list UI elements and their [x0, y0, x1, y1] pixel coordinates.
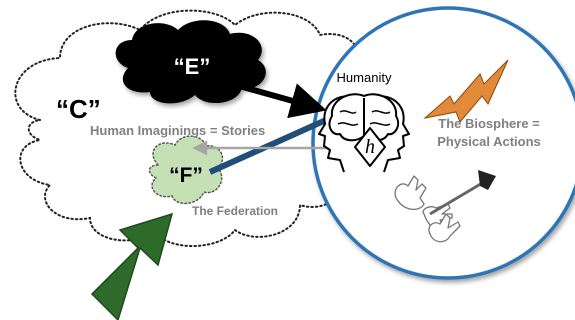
cloud-e-label: “E” — [174, 54, 211, 79]
brain-head-icon — [318, 93, 410, 173]
arrow-f-to-humanity — [208, 117, 328, 175]
axe-icon — [429, 170, 496, 216]
biosphere-caption-line1: The Biosphere = — [438, 116, 540, 131]
lightning-icon — [423, 59, 509, 123]
cloud-e — [115, 20, 266, 104]
biosphere-caption-line2: Physical Actions — [437, 134, 541, 149]
humanity-title: Humanity — [337, 70, 392, 85]
cloud-c — [14, 9, 378, 248]
cloud-f-caption: The Federation — [192, 204, 278, 218]
cloud-f-label: “F” — [169, 164, 203, 187]
arrow-e-to-humanity — [231, 81, 327, 119]
hand-icon — [394, 175, 461, 243]
head-glyph: h — [365, 136, 375, 158]
big-green-arrow — [90, 212, 174, 320]
cloud-c-label: “C” — [56, 94, 101, 124]
biosphere-circle — [311, 6, 575, 280]
cloud-c-caption: Human Imaginings = Stories — [90, 123, 265, 138]
